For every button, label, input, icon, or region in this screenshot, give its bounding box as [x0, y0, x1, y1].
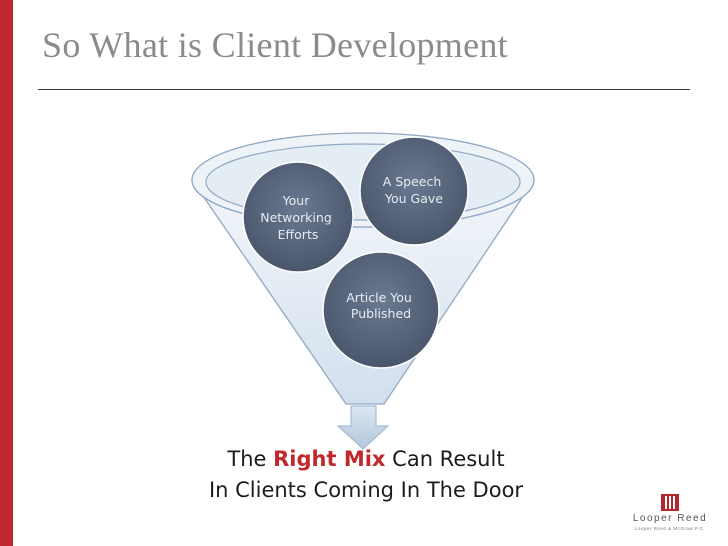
- circle-article-line-1: Article You: [346, 290, 412, 305]
- logo-subtitle: Looper Reed & McGraw P.C.: [634, 526, 706, 531]
- circle-networking-line-1: Your: [282, 193, 311, 208]
- svg-text:Your Networking Ef: Your Networking Efforts: [260, 193, 336, 242]
- left-accent-bar: [0, 0, 13, 546]
- logo-mark-icon: [661, 494, 679, 511]
- caption-line-2: In Clients Coming In The Door: [208, 478, 524, 502]
- caption-highlight: Right Mix: [273, 447, 386, 471]
- circle-speech-line-1: A Speech: [383, 174, 442, 189]
- company-logo: Looper Reed Looper Reed & McGraw P.C.: [620, 494, 720, 538]
- funnel-caption: The Right Mix Can Result In Clients Comi…: [160, 444, 572, 506]
- logo-name: Looper Reed: [632, 513, 708, 524]
- circle-networking-line-3: Efforts: [278, 227, 319, 242]
- funnel-circle-networking: Your Networking Efforts: [242, 161, 354, 273]
- funnel-down-arrow: [336, 405, 390, 450]
- caption-line-1: The Right Mix Can Result: [160, 444, 572, 475]
- title-divider: [38, 89, 690, 90]
- svg-text:A Speech You Gave: A Speech You Gave: [383, 174, 446, 206]
- caption-post: Can Result: [385, 447, 505, 471]
- svg-text:Article You Published: Article You Published: [346, 290, 416, 321]
- circle-article-line-2: Published: [351, 306, 411, 321]
- funnel-circle-speech: A Speech You Gave: [359, 136, 469, 246]
- slide-title: So What is Client Development: [42, 25, 508, 65]
- circle-speech-line-2: You Gave: [384, 191, 443, 206]
- circle-networking-line-2: Networking: [260, 210, 332, 225]
- funnel-circle-article: Article You Published: [322, 251, 440, 369]
- caption-pre: The: [227, 447, 274, 471]
